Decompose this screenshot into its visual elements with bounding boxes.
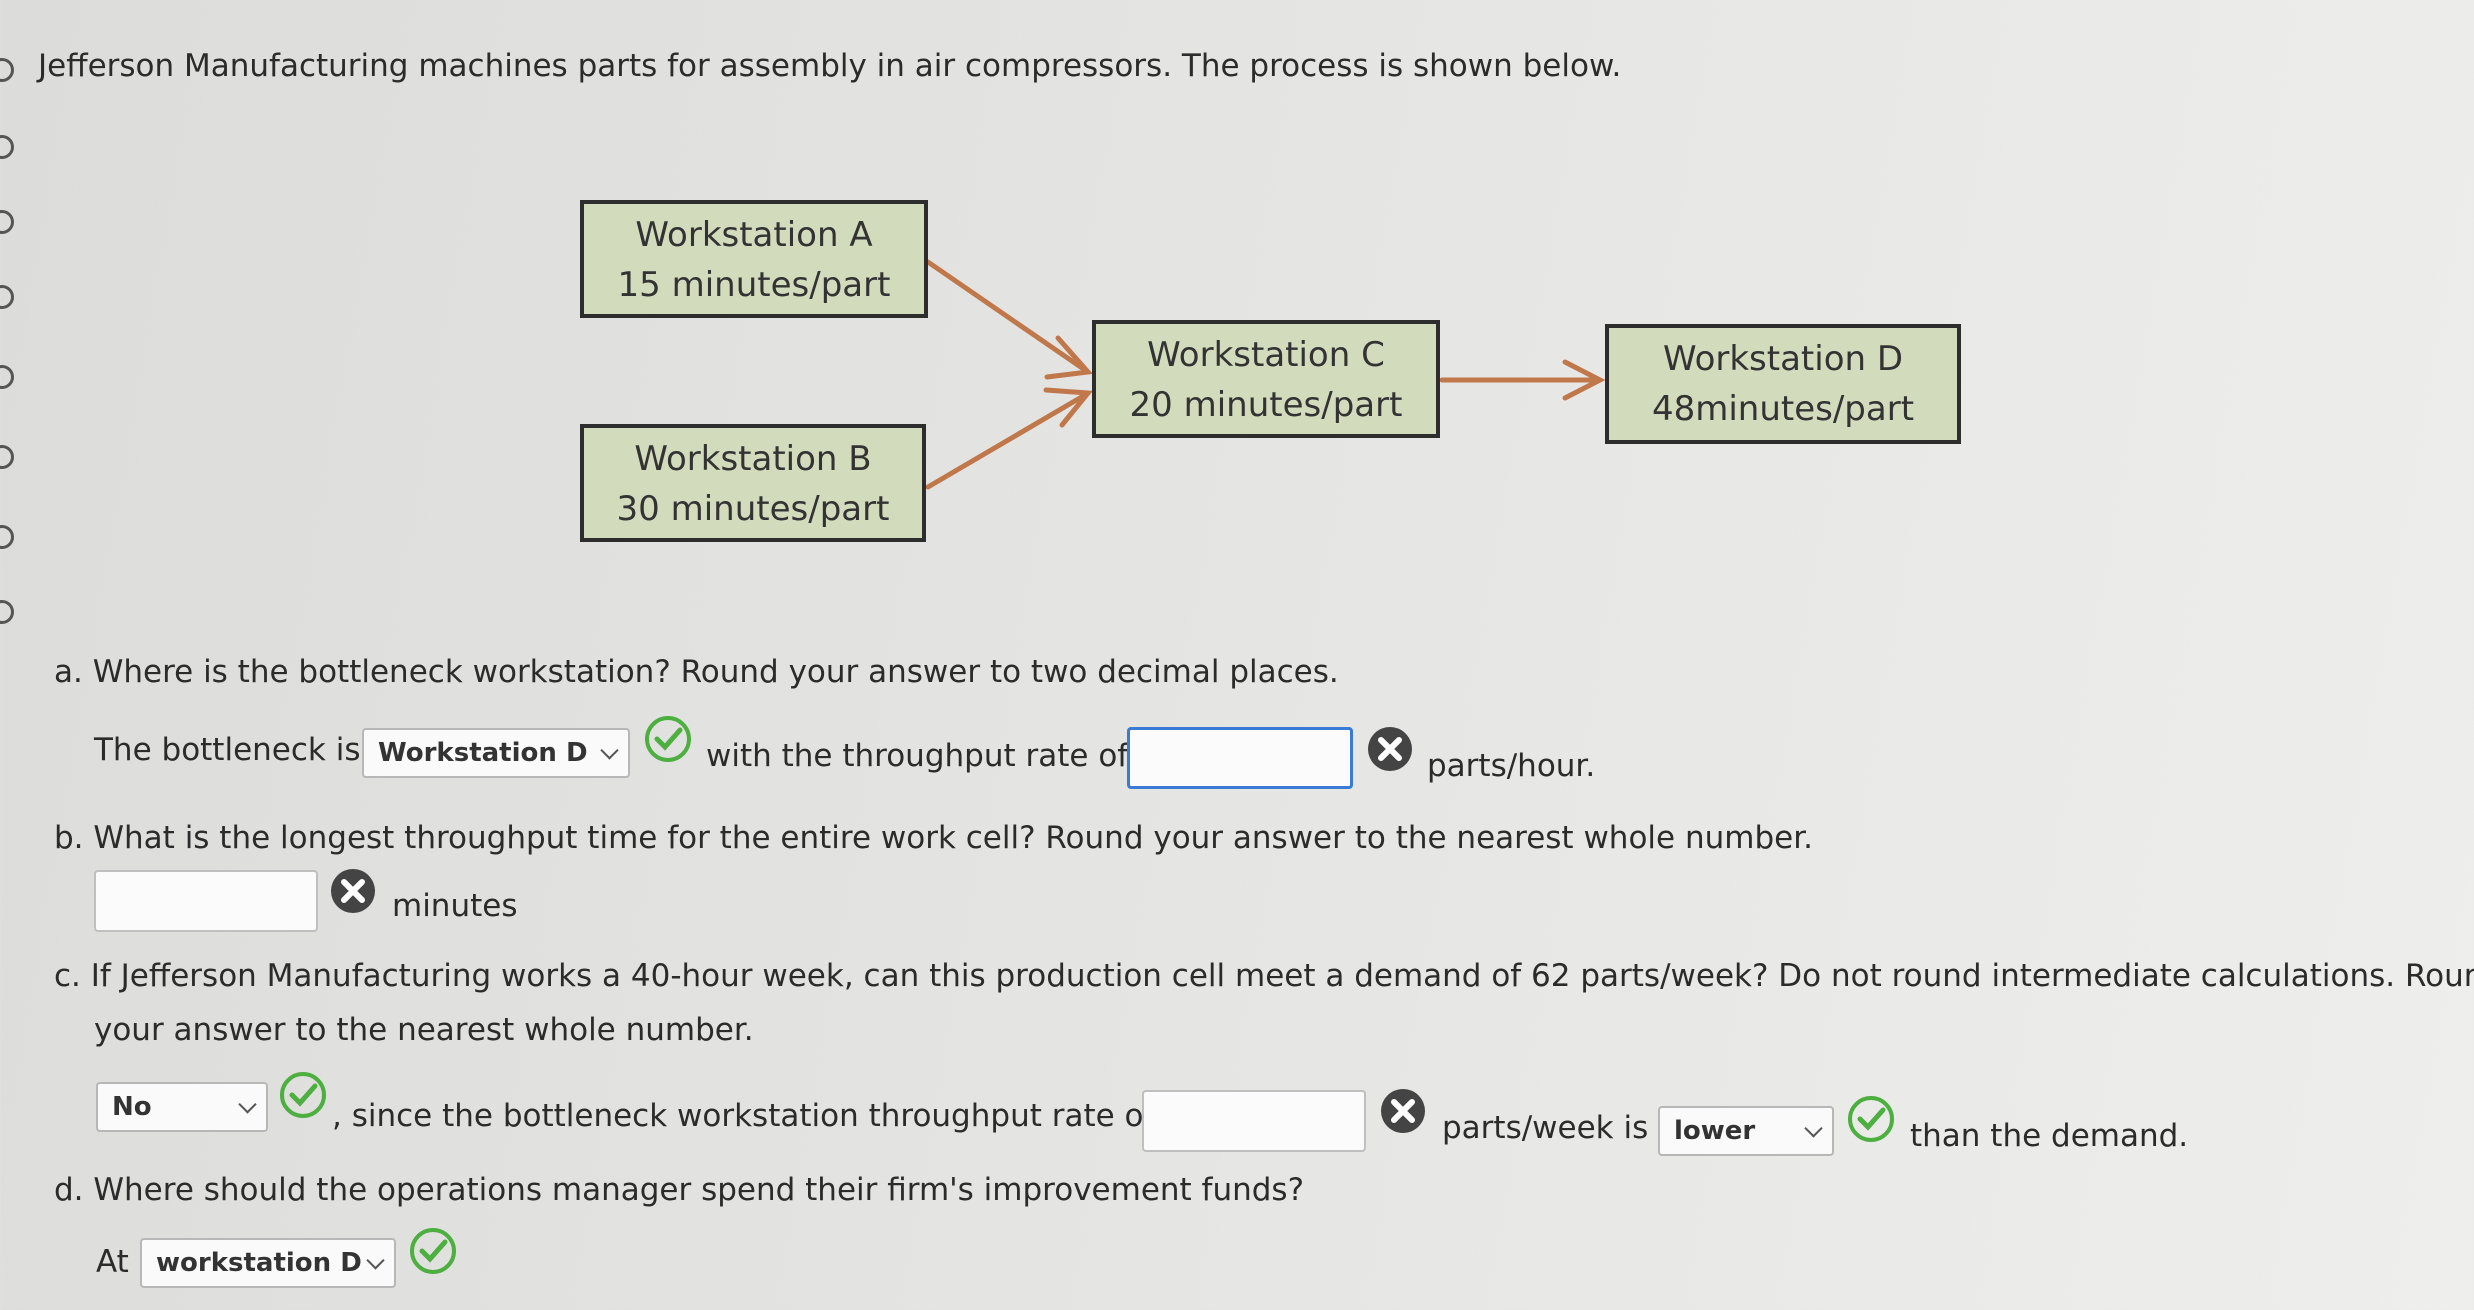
qc-suffix: than the demand. (1910, 1118, 2189, 1154)
qc-unit: parts/week is (1442, 1110, 1649, 1146)
comparison-dropdown[interactable]: lower (1658, 1106, 1834, 1156)
rail-marker (0, 135, 14, 159)
qa-middle: with the throughput rate of (706, 738, 1129, 774)
comparison-dropdown-value: lower (1674, 1116, 1756, 1146)
workstation-c-time: 20 minutes/part (1129, 385, 1403, 425)
rail-marker (0, 58, 14, 82)
workstation-d-box: Workstation D 48minutes/part (1605, 324, 1961, 444)
problem-intro: Jefferson Manufacturing machines parts f… (38, 48, 1622, 84)
workstation-b-time: 30 minutes/part (616, 489, 890, 529)
qc-middle: , since the bottleneck workstation throu… (332, 1098, 1155, 1134)
workstation-d-time: 48minutes/part (1651, 389, 1915, 429)
qd-prefix: At (96, 1244, 129, 1280)
left-rail (0, 0, 14, 1310)
arrowhead-a-c (1044, 335, 1094, 380)
x-icon (1368, 727, 1412, 771)
question-b: b. What is the longest throughput time f… (54, 820, 1813, 856)
question-a: a. Where is the bottleneck workstation? … (54, 654, 1339, 690)
chevron-down-icon (600, 741, 619, 760)
question-c-line1: c. If Jefferson Manufacturing works a 40… (54, 958, 2474, 994)
rail-marker (0, 210, 14, 234)
throughput-time-input[interactable] (94, 870, 318, 932)
arrow-b-to-c (925, 392, 1088, 490)
check-icon (410, 1228, 456, 1274)
workstation-a-box: Workstation A 15 minutes/part (580, 200, 928, 318)
qa-prefix: The bottleneck is (94, 732, 361, 768)
chevron-down-icon (238, 1095, 257, 1114)
workstation-d-name: Workstation D (1662, 339, 1904, 379)
rail-marker (0, 285, 14, 309)
diagram-arrows (925, 259, 1606, 490)
x-icon (1381, 1089, 1425, 1133)
throughput-rate-input[interactable] (1127, 727, 1353, 789)
arrowhead-b-c (1043, 387, 1093, 428)
workstation-b-name: Workstation B (634, 439, 872, 479)
rail-marker (0, 600, 14, 624)
meet-demand-dropdown[interactable]: No (96, 1082, 268, 1132)
workstation-a-time: 15 minutes/part (617, 265, 891, 305)
weekly-rate-input[interactable] (1142, 1090, 1366, 1152)
bottleneck-dropdown-value: Workstation D (378, 738, 588, 768)
arrowhead-c-d (1562, 359, 1606, 401)
rail-marker (0, 365, 14, 389)
workstation-c-box: Workstation C 20 minutes/part (1092, 320, 1440, 438)
chevron-down-icon (1804, 1119, 1823, 1138)
bottleneck-dropdown[interactable]: Workstation D (362, 728, 630, 778)
rail-marker (0, 525, 14, 549)
improvement-dropdown[interactable]: workstation D (140, 1238, 396, 1288)
rail-marker (0, 445, 14, 469)
check-icon (280, 1072, 326, 1118)
workstation-b-box: Workstation B 30 minutes/part (580, 424, 926, 542)
meet-demand-dropdown-value: No (112, 1092, 152, 1122)
workstation-a-name: Workstation A (635, 215, 873, 255)
check-icon (1848, 1096, 1894, 1142)
x-icon (331, 869, 375, 913)
workstation-c-name: Workstation C (1147, 335, 1385, 375)
process-diagram: Workstation A 15 minutes/part Workstatio… (0, 0, 2474, 600)
check-icon (645, 716, 691, 762)
question-d: d. Where should the operations manager s… (54, 1172, 1305, 1208)
qb-unit: minutes (392, 888, 518, 924)
improvement-dropdown-value: workstation D (156, 1248, 362, 1278)
chevron-down-icon (366, 1251, 385, 1270)
qa-unit: parts/hour. (1427, 748, 1596, 784)
arrow-a-to-c (925, 259, 1088, 373)
question-c-line2: your answer to the nearest whole number. (94, 1012, 754, 1048)
